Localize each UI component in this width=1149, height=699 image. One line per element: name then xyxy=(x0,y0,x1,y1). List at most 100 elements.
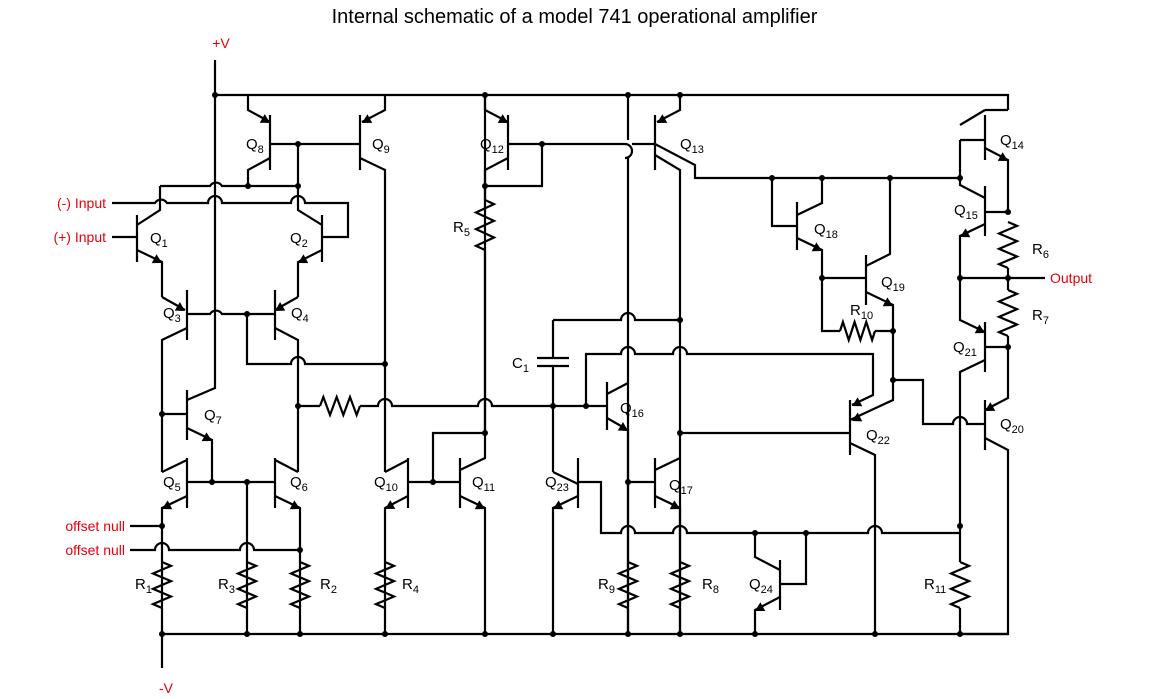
arrow-head xyxy=(289,500,300,510)
arrow-head xyxy=(497,114,508,123)
label-q21: Q21 xyxy=(953,339,977,359)
resistor-r1 xyxy=(150,560,174,610)
junction-dot xyxy=(752,631,758,637)
junction-dot xyxy=(890,377,896,383)
wire xyxy=(246,157,271,185)
wire xyxy=(654,457,681,471)
resistor-r2 xyxy=(288,560,312,610)
arrow-head xyxy=(997,152,1008,161)
wire xyxy=(753,596,781,634)
junction-dot xyxy=(1005,275,1011,281)
label-q22: Q22 xyxy=(866,427,890,447)
wire xyxy=(359,157,387,472)
resistor-r3 xyxy=(235,560,259,610)
label-q1: Q1 xyxy=(150,230,168,250)
junction-dot xyxy=(244,311,250,317)
label-q15: Q15 xyxy=(954,202,978,222)
label-q7: Q7 xyxy=(204,407,222,427)
arrow-head xyxy=(974,324,985,334)
arrow-head xyxy=(852,412,863,422)
label-q6: Q6 xyxy=(290,474,308,494)
junction-dot xyxy=(957,175,963,181)
junction-dot xyxy=(957,523,963,529)
wire xyxy=(796,178,824,216)
label-q2: Q2 xyxy=(290,230,308,250)
diagram-title: Internal schematic of a model 741 operat… xyxy=(331,6,818,28)
label-r3: R3 xyxy=(218,576,235,596)
wire xyxy=(552,471,579,485)
junction-dot xyxy=(887,175,893,181)
wire xyxy=(245,314,385,366)
junction-dot xyxy=(890,328,896,334)
wire xyxy=(958,223,986,278)
arrow-head xyxy=(960,228,971,238)
q3-q4-base xyxy=(187,309,275,316)
label-q20: Q20 xyxy=(1000,416,1024,436)
junction-dot xyxy=(677,430,683,436)
junction-dots xyxy=(159,92,1011,637)
wire xyxy=(958,178,986,199)
wire xyxy=(849,380,895,421)
label-c1: C1 xyxy=(512,355,529,375)
junction-dot xyxy=(957,631,963,637)
wire xyxy=(431,431,485,482)
junction-dot xyxy=(677,317,683,323)
junction-dot xyxy=(583,403,589,409)
junction-dot xyxy=(159,631,165,637)
wire xyxy=(851,355,875,406)
junction-dot xyxy=(482,92,488,98)
label-q19: Q19 xyxy=(881,274,905,294)
wire xyxy=(584,345,875,406)
junction-dot xyxy=(482,183,488,189)
wires xyxy=(112,60,1045,668)
arrow-head xyxy=(474,500,485,510)
inv-input-wire xyxy=(112,194,350,239)
arrow-head xyxy=(174,302,185,311)
junction-dot xyxy=(295,403,301,409)
wire xyxy=(958,359,986,526)
label-q11: Q11 xyxy=(472,474,495,494)
junction-dot xyxy=(295,183,301,189)
junction-dot xyxy=(625,479,631,485)
wire xyxy=(849,442,877,634)
wire xyxy=(796,237,824,278)
label-q17: Q17 xyxy=(669,477,693,497)
label-q12: Q12 xyxy=(480,136,504,156)
capacitor-c1 xyxy=(537,356,569,368)
q13b-collector xyxy=(654,154,682,634)
label-q9: Q9 xyxy=(372,136,390,156)
junction-dot xyxy=(872,631,878,637)
resistor-r7 xyxy=(996,288,1020,338)
wire xyxy=(274,459,299,473)
q13a-collector xyxy=(654,143,960,180)
resistor-r8 xyxy=(668,560,692,610)
wire xyxy=(551,495,579,634)
wire xyxy=(820,278,840,333)
wire xyxy=(960,437,1010,636)
arrow-head xyxy=(259,114,270,123)
junction-dot xyxy=(430,479,436,485)
wire xyxy=(656,95,682,123)
label-q5: Q5 xyxy=(163,474,181,494)
junction-dot xyxy=(159,523,165,529)
junction-dot xyxy=(295,141,301,147)
junction-dot xyxy=(803,530,809,536)
arrow-head xyxy=(298,254,309,264)
resistor-r6 xyxy=(996,220,1020,270)
junction-dot xyxy=(769,175,775,181)
label-q23: Q23 xyxy=(545,474,569,494)
label-q18: Q18 xyxy=(814,221,838,241)
wire xyxy=(606,382,629,395)
junction-dot xyxy=(482,430,488,436)
arrow-head xyxy=(811,242,822,252)
vplus-label: +V xyxy=(212,35,230,51)
junction-dot xyxy=(1005,344,1011,350)
label-q24: Q24 xyxy=(749,576,773,596)
junction-dot xyxy=(244,631,250,637)
label-r10: R10 xyxy=(850,302,873,322)
junction-dot xyxy=(550,403,556,409)
resistor-r5 xyxy=(473,199,497,251)
wire xyxy=(360,397,553,408)
